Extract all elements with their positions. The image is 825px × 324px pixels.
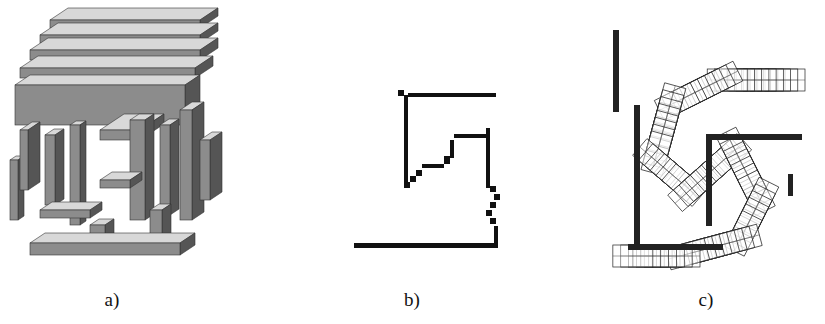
obstacle-wall [788,174,793,196]
slab-front [160,125,170,215]
path-segment [408,93,496,97]
slab-side [130,172,142,188]
slab-side [55,129,64,205]
path-step [494,194,500,200]
obstacle-wall [706,134,712,226]
path-step [416,170,422,176]
panel-label: b) [404,290,420,309]
slab-front [100,180,130,188]
slab-front [20,130,28,190]
slab-top [20,56,213,68]
slab-top [40,23,218,35]
robot-sweep [613,61,805,270]
obstacle-wall [634,105,640,250]
slab-front [45,135,55,205]
slab-top [30,233,195,243]
slab-front [130,120,145,220]
slab-front [10,160,18,220]
slab-front [30,243,180,255]
slab-front [180,110,192,220]
path-segment [494,226,498,244]
path-step [490,186,496,192]
planned-path [354,90,500,248]
slab-front [200,140,210,200]
slab-top [30,38,218,50]
path-segment [486,128,490,188]
path-segment [404,95,408,185]
path-step [410,176,416,182]
panel-label: a) [105,290,120,309]
workspace-obstacles [613,30,802,250]
path-step [404,182,410,188]
obstacle-wall [613,30,619,112]
path-step [490,202,496,208]
slab-top [50,8,218,20]
slab-side [145,114,154,220]
slab-side [210,132,222,200]
slab-side [170,119,179,215]
path-step [490,218,496,224]
path-segment [422,164,444,168]
path-step [486,210,492,216]
slab-top [15,75,200,85]
slab-front [40,210,90,218]
panel-label: c) [699,290,714,309]
obstacle-wall [706,134,802,140]
slab-side [180,233,195,255]
configuration-space-obstacles [10,8,222,255]
path-step [444,156,450,164]
path-step [398,90,404,96]
slab-side [28,122,40,190]
path-segment [450,140,454,158]
obstacle-wall [628,244,723,250]
slab-side [90,202,102,218]
path-segment [354,243,498,248]
path-segment [454,134,488,138]
